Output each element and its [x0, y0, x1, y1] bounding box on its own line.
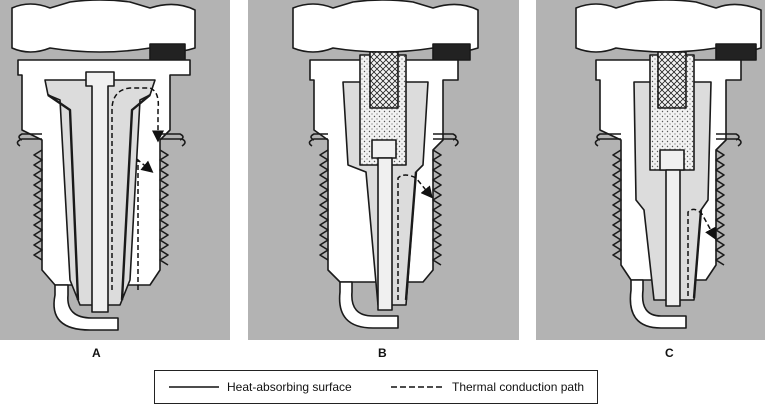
gasket-left — [594, 133, 621, 147]
gasket-black — [432, 43, 471, 61]
thermal-path-a2 — [137, 158, 154, 290]
gasket-black — [715, 43, 757, 61]
electrode-head — [371, 139, 397, 159]
center-electrode — [665, 169, 681, 307]
panel-label-c: C — [665, 346, 674, 360]
center-electrode — [377, 157, 393, 311]
ground-electrode — [53, 284, 119, 331]
thread-right — [715, 149, 725, 266]
legend: Heat-absorbing surface Thermal conductio… — [154, 370, 598, 404]
panel-label-b: B — [378, 346, 387, 360]
thread-right — [432, 149, 442, 266]
gasket-black — [149, 43, 186, 61]
thread-left — [319, 149, 329, 261]
spark-plug-panel-b — [248, 0, 519, 340]
thermal-path-a1 — [111, 87, 164, 290]
thread-left — [612, 149, 622, 261]
heat-absorbing-surface — [692, 209, 703, 299]
panel-label-a: A — [92, 346, 101, 360]
gasket-left — [308, 133, 328, 147]
heat-absorbing-surface — [47, 94, 151, 301]
thread-right — [159, 149, 169, 266]
hex-nut — [292, 0, 479, 53]
gasket-right — [433, 133, 459, 147]
thermal-path-b — [397, 174, 433, 300]
spark-plug-panel-c — [536, 0, 765, 340]
gasket-right — [716, 133, 742, 147]
center-electrode — [85, 71, 115, 313]
gasket-right — [160, 133, 186, 147]
thermal-path-c — [687, 208, 717, 296]
electrode-head — [659, 149, 685, 171]
heat-absorbing-surface — [404, 171, 418, 301]
thread-left — [33, 149, 43, 261]
ground-electrode — [629, 279, 687, 329]
resistor — [657, 51, 687, 109]
hex-nut — [11, 0, 196, 53]
ground-electrode — [338, 281, 399, 329]
legend-solid-label: Heat-absorbing surface — [227, 380, 352, 394]
spark-plug-panel-a — [0, 0, 230, 340]
hex-nut — [575, 0, 762, 53]
gasket-left — [16, 133, 42, 147]
legend-dashed-label: Thermal conduction path — [452, 380, 585, 394]
resistor — [369, 51, 399, 109]
